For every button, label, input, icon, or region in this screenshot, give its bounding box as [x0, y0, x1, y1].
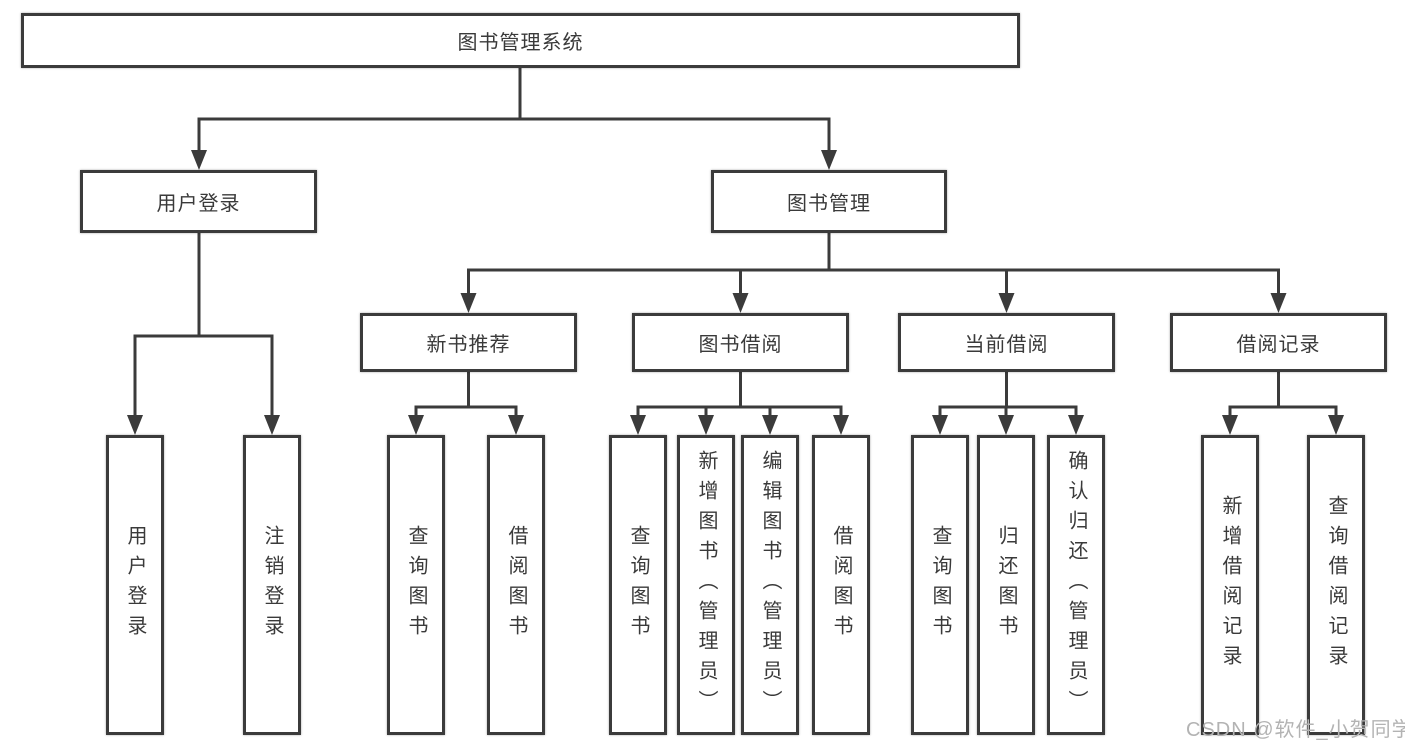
leaf-search-books-borrowing: 查询图书 — [609, 435, 667, 735]
leaf-label: 归还图书 — [995, 525, 1017, 645]
leaf-label: 查询图书 — [627, 525, 649, 645]
leaf-add-books-admin: 新增图书（管理员） — [677, 435, 735, 735]
node-new-book-recommendation: 新书推荐 — [360, 313, 577, 372]
leaf-borrow-books-recommend: 借阅图书 — [487, 435, 545, 735]
node-book-borrowing: 图书借阅 — [632, 313, 849, 372]
csdn-watermark: CSDN @软件_小贺同学 — [1186, 719, 1405, 741]
leaf-label: 确认归还（管理员） — [1065, 450, 1087, 720]
leaf-label: 借阅图书 — [505, 525, 527, 645]
leaf-label: 查询图书 — [405, 525, 427, 645]
leaf-label: 编辑图书（管理员） — [759, 450, 781, 720]
leaf-search-borrow-record: 查询借阅记录 — [1307, 435, 1365, 735]
leaf-add-borrow-record: 新增借阅记录 — [1201, 435, 1259, 735]
leaf-return-books: 归还图书 — [977, 435, 1035, 735]
leaf-label: 查询图书 — [929, 525, 951, 645]
node-library-management-system: 图书管理系统 — [21, 13, 1020, 68]
leaf-logout: 注销登录 — [243, 435, 301, 735]
leaf-label: 注销登录 — [261, 525, 283, 645]
leaf-label: 用户登录 — [124, 525, 146, 645]
leaf-edit-books-admin: 编辑图书（管理员） — [741, 435, 799, 735]
leaf-label: 借阅图书 — [830, 525, 852, 645]
leaf-search-books-current: 查询图书 — [911, 435, 969, 735]
leaf-label: 新增借阅记录 — [1219, 495, 1241, 675]
node-borrowing-records: 借阅记录 — [1170, 313, 1387, 372]
node-book-management: 图书管理 — [711, 170, 947, 233]
leaf-label: 新增图书（管理员） — [695, 450, 717, 720]
leaf-user-login: 用户登录 — [106, 435, 164, 735]
leaf-confirm-return-admin: 确认归还（管理员） — [1047, 435, 1105, 735]
leaf-label: 查询借阅记录 — [1325, 495, 1347, 675]
node-current-borrowing: 当前借阅 — [898, 313, 1115, 372]
node-user-login: 用户登录 — [80, 170, 317, 233]
leaf-borrow-books: 借阅图书 — [812, 435, 870, 735]
leaf-search-books-recommend: 查询图书 — [387, 435, 445, 735]
